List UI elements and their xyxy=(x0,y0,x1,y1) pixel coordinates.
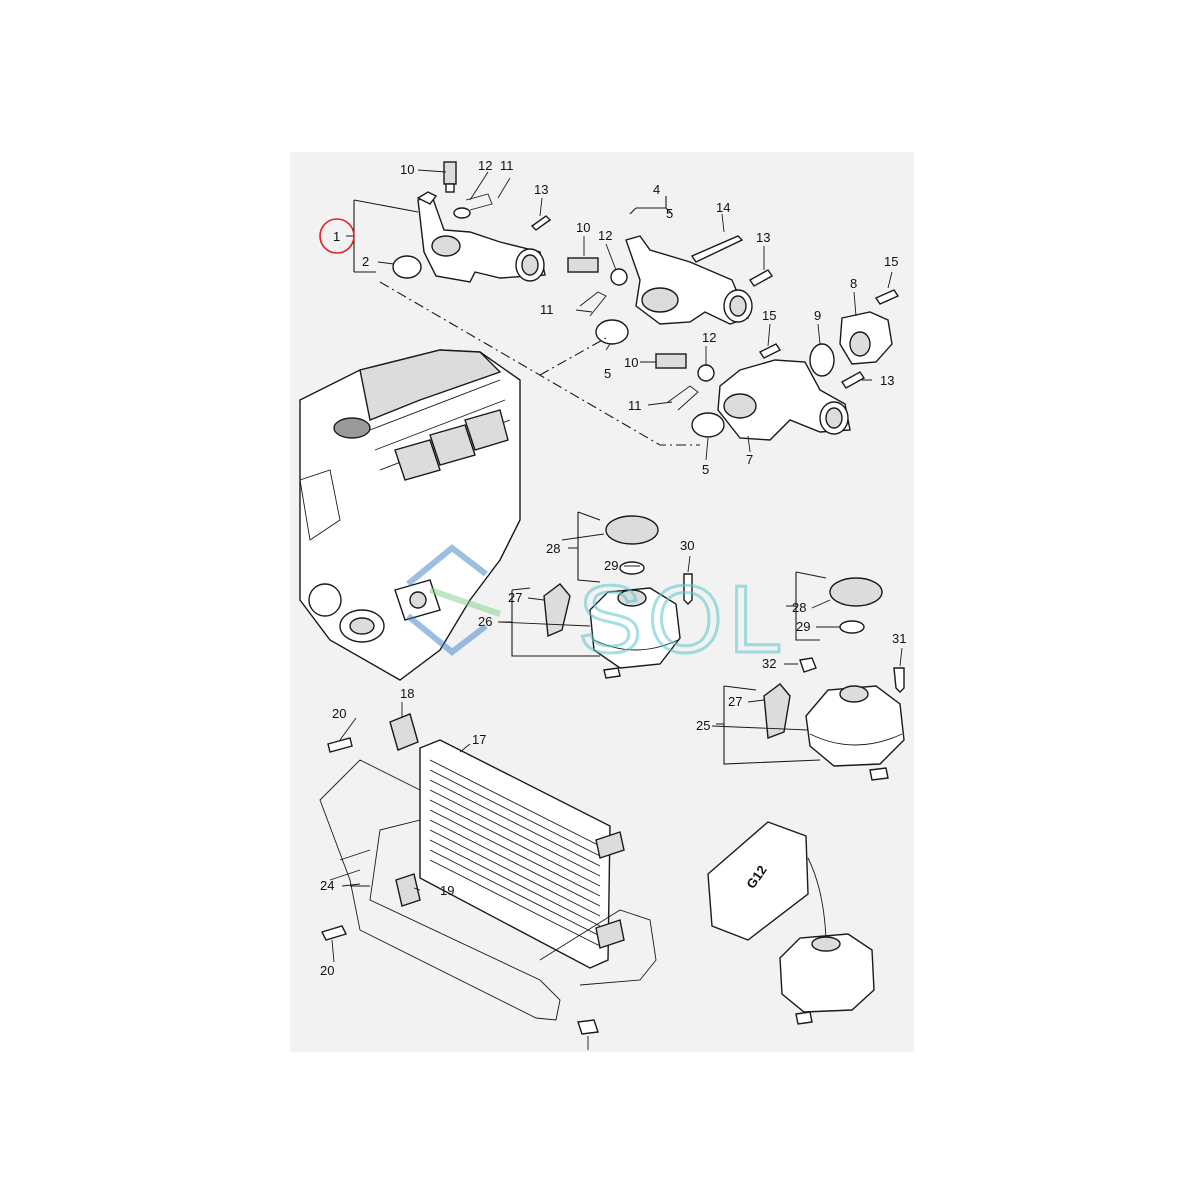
callout-15a: 15 xyxy=(884,254,898,269)
long-bolt-14 xyxy=(690,235,744,263)
callout-27b: 27 xyxy=(728,694,742,709)
expansion-tank-25 xyxy=(805,685,905,781)
callout-5c: 5 xyxy=(702,462,709,477)
bolt-13c xyxy=(840,371,866,389)
callout-32: 32 xyxy=(762,656,776,671)
gasket-5a xyxy=(595,319,629,345)
seal-29a xyxy=(619,561,645,575)
callout-19: 19 xyxy=(440,883,454,898)
bolt-15a xyxy=(758,343,782,359)
clip-11a xyxy=(465,193,493,211)
callout-12c: 12 xyxy=(702,330,716,345)
screw-31 xyxy=(893,667,905,693)
coolant-bottle-illustration: G12 xyxy=(707,821,875,1025)
callout-17: 17 xyxy=(472,732,486,747)
callout-14: 14 xyxy=(716,200,730,215)
connection-line xyxy=(379,281,700,446)
bolt-15b xyxy=(874,289,900,305)
callout-26: 26 xyxy=(478,614,492,629)
callout-28a: 28 xyxy=(546,541,560,556)
radiator-carrier-24 xyxy=(319,759,657,1021)
o-ring-12c xyxy=(697,364,715,382)
gasket-5b xyxy=(691,412,725,438)
expansion-tank-26 xyxy=(589,587,681,679)
callout-12b: 12 xyxy=(598,228,612,243)
callout-25: 25 xyxy=(696,718,710,733)
callout-30: 30 xyxy=(680,538,694,553)
callout-9: 9 xyxy=(814,308,821,323)
callout-15b: 15 xyxy=(762,308,776,323)
coolant-flange-4 xyxy=(625,235,753,325)
watermark-logo-mark xyxy=(406,544,488,656)
clip-11b xyxy=(579,291,607,317)
callout-10c: 10 xyxy=(624,355,638,370)
mount-19 xyxy=(395,873,421,907)
temperature-sensor-10b xyxy=(567,257,599,273)
callout-11c: 11 xyxy=(628,398,642,413)
sol-watermark: SOL xyxy=(406,544,788,675)
engine-block xyxy=(299,349,521,681)
temperature-sensor-10c xyxy=(655,353,687,369)
coolant-flange-7 xyxy=(717,359,851,441)
bolt-20b xyxy=(321,925,347,941)
screw-30 xyxy=(683,573,693,605)
hose-27a xyxy=(543,583,571,638)
cover-8 xyxy=(839,311,893,365)
callout-20a: 20 xyxy=(332,706,346,721)
o-ring-12a xyxy=(453,207,471,219)
callout-12a: 12 xyxy=(478,158,492,173)
seal-29b xyxy=(839,620,865,634)
clip-11c xyxy=(667,385,699,411)
thermostat-housing-1 xyxy=(416,191,546,283)
callout-5a: 5 xyxy=(666,206,673,221)
nut-32 xyxy=(799,657,817,673)
callout-29b: 29 xyxy=(796,619,810,634)
watermark-logo-swoosh xyxy=(429,587,501,617)
callout-11a: 11 xyxy=(500,158,514,173)
mount-18 xyxy=(389,713,419,751)
callout-7: 7 xyxy=(746,452,753,467)
watermark-text: SOL xyxy=(578,566,788,673)
callout-28b: 28 xyxy=(792,600,806,615)
callout-labels: 1 2 10 12 11 13 4 5 14 13 10 12 15 8 11 … xyxy=(320,158,906,978)
callout-4: 4 xyxy=(653,182,660,197)
callout-10b: 10 xyxy=(576,220,590,235)
callout-2: 2 xyxy=(362,254,369,269)
callout-18: 18 xyxy=(400,686,414,701)
highlight-circle xyxy=(319,218,355,254)
bolt-13b xyxy=(748,269,774,287)
gasket-9 xyxy=(809,343,835,377)
callout-1: 1 xyxy=(333,229,340,244)
drain-plug xyxy=(577,1019,599,1035)
callout-24: 24 xyxy=(320,878,334,893)
callout-31: 31 xyxy=(892,631,906,646)
cap-28b xyxy=(829,577,883,607)
o-ring-12b xyxy=(610,268,628,286)
leader-lines xyxy=(331,169,903,1050)
callout-13a: 13 xyxy=(534,182,548,197)
callout-11b: 11 xyxy=(540,302,554,317)
bolt-13a xyxy=(530,215,552,231)
callout-29a: 29 xyxy=(604,558,618,573)
callout-8: 8 xyxy=(850,276,857,291)
callout-5b: 5 xyxy=(604,366,611,381)
gasket-2 xyxy=(392,255,422,279)
callout-20b: 20 xyxy=(320,963,334,978)
callout-10a: 10 xyxy=(400,162,414,177)
cap-28a xyxy=(605,515,659,545)
callout-13b: 13 xyxy=(756,230,770,245)
hose-27b xyxy=(763,683,791,739)
callout-27a: 27 xyxy=(508,590,522,605)
bolt-20a xyxy=(327,737,353,753)
temperature-sensor-10a xyxy=(443,161,457,193)
radiator-17 xyxy=(419,739,625,969)
callout-13c: 13 xyxy=(880,373,894,388)
